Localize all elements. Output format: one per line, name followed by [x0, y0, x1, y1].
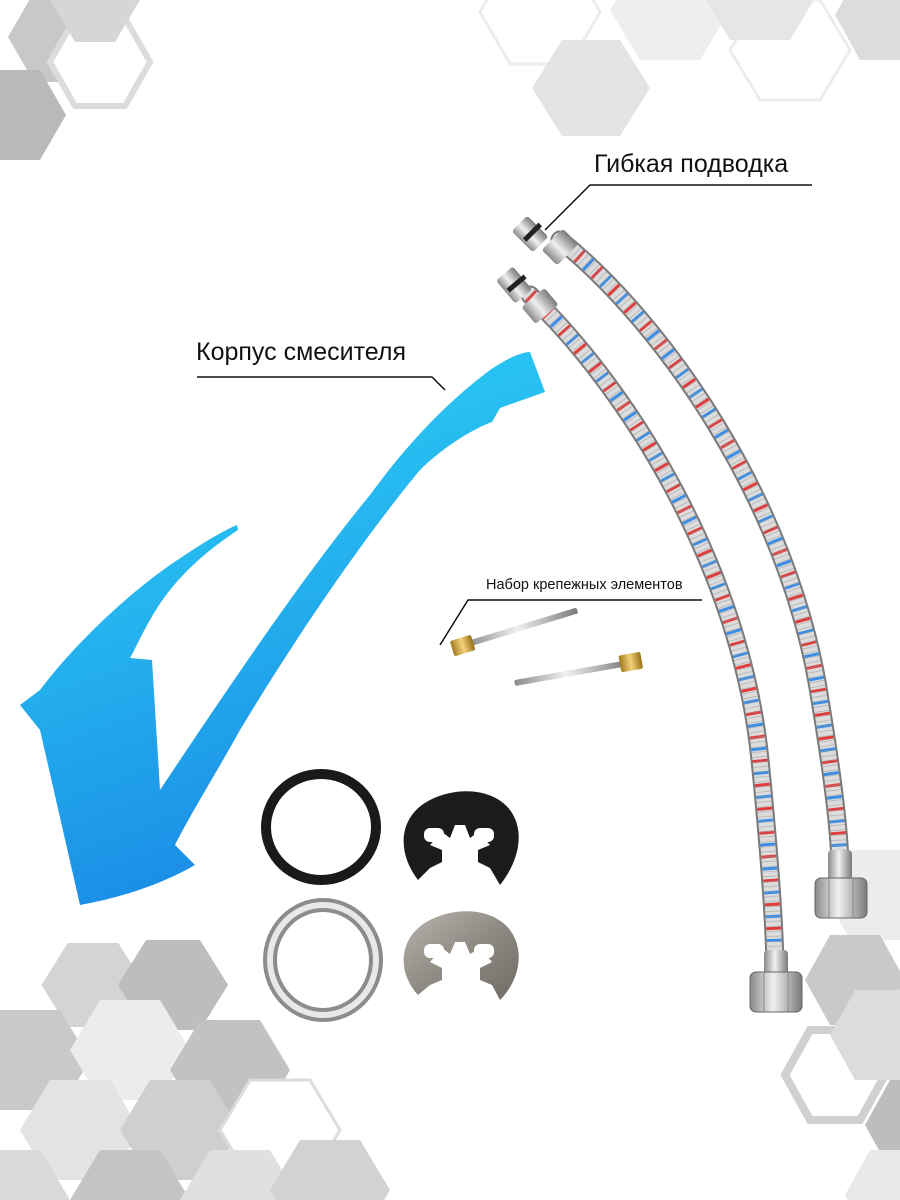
faucet-body-icon [20, 352, 545, 905]
label-leaders [197, 184, 812, 646]
label-faucet-body: Корпус смесителя [196, 338, 406, 366]
horseshoe-washer-icon [403, 791, 519, 885]
metal-ring-icon [263, 898, 383, 1022]
horseshoe-washer-icon [403, 911, 519, 1000]
label-flexible-hoses: Гибкая подводка [594, 150, 789, 178]
hexagon-pattern-top-left [0, 0, 154, 160]
hexagon-pattern-top-right [478, 0, 900, 136]
hexagon-pattern-bottom-left [0, 937, 390, 1200]
label-fastener-kit: Набор крепежных элементов [486, 577, 683, 593]
mounting-stud-icon [450, 608, 643, 686]
rubber-o-ring-icon [261, 769, 381, 885]
braided-hose-icon [497, 216, 868, 1013]
leader-fasteners [439, 599, 702, 646]
leader-hoses [544, 184, 812, 231]
leader-body [197, 376, 446, 391]
